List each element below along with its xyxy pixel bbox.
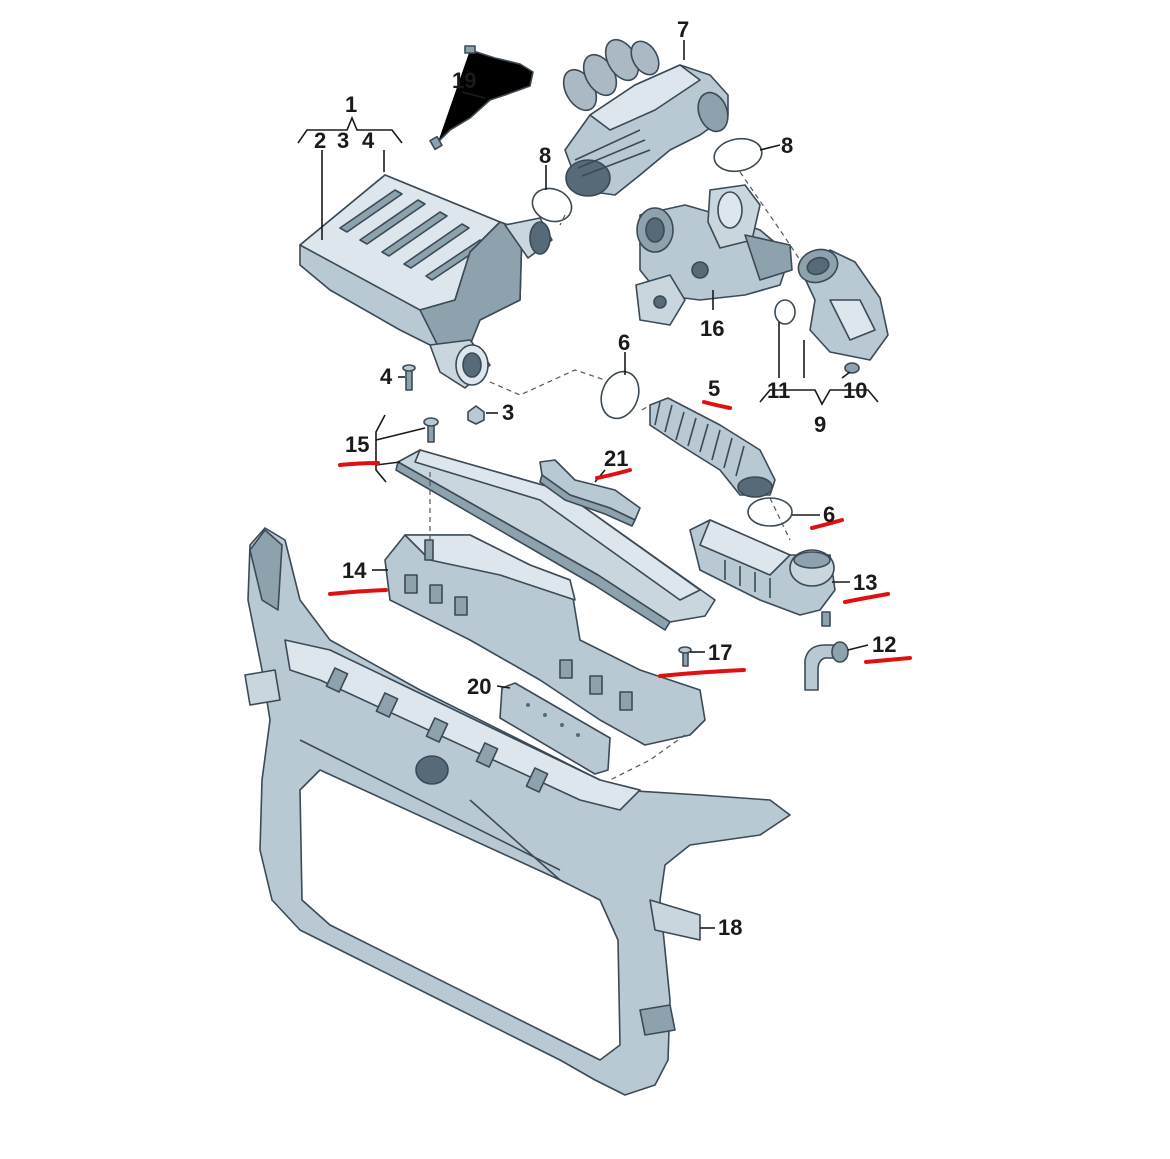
highlight-5 — [702, 400, 732, 410]
callout-6-lower: 6 — [823, 502, 835, 527]
callout-18: 18 — [718, 915, 742, 940]
clamp-8-right — [713, 137, 763, 173]
highlight-marks — [328, 400, 912, 678]
callout-5: 5 — [708, 376, 720, 401]
highlight-17 — [658, 668, 746, 678]
intake-pipe-7 — [562, 38, 729, 197]
corrugated-hose-5 — [649, 397, 776, 498]
bracket-21 — [539, 459, 641, 527]
callout-14: 14 — [342, 558, 367, 583]
highlight-12 — [864, 656, 912, 664]
clamp-6-upper — [600, 370, 640, 420]
callout-16: 16 — [700, 316, 724, 341]
air-filter-housing — [299, 174, 553, 389]
callout-4-top: 4 — [362, 128, 375, 153]
air-guide-14 — [384, 534, 706, 746]
bolt-4 — [402, 364, 416, 391]
highlight-6 — [810, 518, 844, 530]
sensor-wire-19 — [429, 45, 534, 151]
highlight-15 — [338, 461, 380, 467]
highlight-21 — [595, 468, 632, 480]
plate-20 — [499, 682, 611, 775]
callout-8-right: 8 — [781, 133, 793, 158]
callout-2: 2 — [314, 128, 326, 153]
callout-4: 4 — [380, 364, 393, 389]
callout-9: 9 — [814, 412, 826, 437]
throttle-assembly-16 — [635, 184, 793, 326]
assembly-lines — [429, 171, 801, 781]
elbow-hose-9 — [797, 248, 889, 361]
callout-15: 15 — [345, 432, 369, 457]
upper-cover-15 — [395, 449, 716, 631]
callout-10: 10 — [843, 378, 867, 403]
clamp-6-lower — [747, 497, 793, 527]
callout-labels: 1 2 3 4 3 4 5 6 6 7 8 8 9 10 11 12 13 14… — [314, 17, 896, 940]
callout-3-top: 3 — [337, 128, 349, 153]
leader-lines — [297, 40, 879, 929]
callout-3: 3 — [502, 400, 514, 425]
callout-17: 17 — [708, 640, 732, 665]
callout-8-left: 8 — [539, 143, 551, 168]
air-duct-13 — [689, 519, 836, 627]
o-ring-11 — [774, 299, 796, 325]
callout-6-upper: 6 — [618, 330, 630, 355]
nut-3 — [467, 405, 485, 425]
callout-21: 21 — [604, 446, 628, 471]
callout-20: 20 — [467, 674, 491, 699]
callout-7: 7 — [677, 17, 689, 42]
screw-17 — [678, 646, 692, 667]
hose-fitting-12 — [804, 641, 849, 691]
screw-10 — [844, 362, 860, 374]
callout-1: 1 — [345, 92, 357, 117]
bolt-15 — [423, 417, 439, 443]
callout-13: 13 — [853, 570, 877, 595]
callout-12: 12 — [872, 632, 896, 657]
clamp-8-left — [531, 187, 573, 223]
highlight-14 — [328, 588, 388, 596]
highlight-13 — [843, 592, 890, 604]
callout-11: 11 — [767, 378, 790, 403]
callout-19: 19 — [452, 68, 476, 93]
front-carrier-18 — [244, 527, 791, 1096]
